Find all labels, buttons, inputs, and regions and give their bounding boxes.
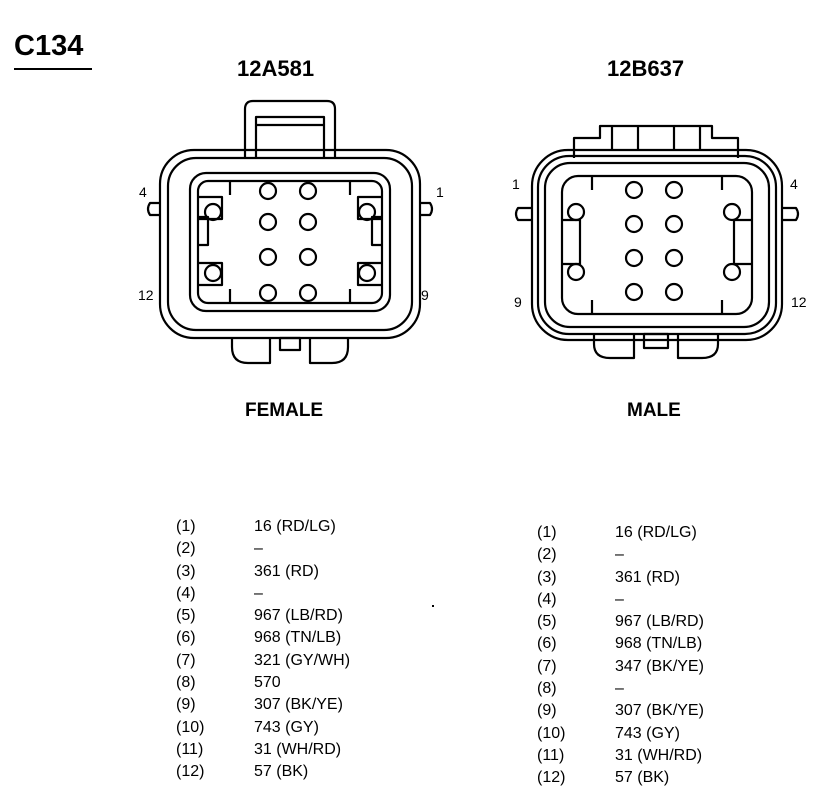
pin-circuit: – bbox=[615, 590, 624, 608]
pin-number: (4) bbox=[176, 584, 196, 602]
pin-number: (3) bbox=[176, 562, 196, 580]
pin-number: (1) bbox=[176, 518, 196, 535]
pin-row: (5) 967 (LB/RD) bbox=[537, 611, 704, 633]
pin-circuit: 347 (BK/YE) bbox=[615, 657, 704, 675]
pin-row: (12) 57 (BK) bbox=[537, 767, 704, 789]
pin-number: (10) bbox=[176, 718, 205, 736]
pin-circuit: 31 (WH/RD) bbox=[254, 740, 342, 758]
pin-row: (6) 968 (TN/LB) bbox=[176, 627, 350, 649]
pin-number: (9) bbox=[176, 696, 196, 714]
pin-number: (12) bbox=[537, 769, 566, 787]
pin-number: (8) bbox=[537, 680, 557, 698]
pin-row: (6) 968 (TN/LB) bbox=[537, 633, 704, 655]
male-connector-face-icon bbox=[514, 124, 800, 360]
pin-number: (6) bbox=[176, 629, 196, 647]
pin-number: (5) bbox=[537, 613, 557, 631]
pin-row: (12) 57 (BK) bbox=[176, 761, 350, 783]
pin-row: (10) 743 (GY) bbox=[176, 717, 350, 739]
male-corner-label-top-right: 4 bbox=[790, 176, 798, 192]
pin-number: (11) bbox=[176, 740, 204, 758]
pin-row: (5) 967 (LB/RD) bbox=[176, 605, 350, 627]
pin-row: (9) 307 (BK/YE) bbox=[537, 700, 704, 722]
pin-row: (7) 321 (GY/WH) bbox=[176, 650, 350, 672]
pin-number: (4) bbox=[537, 590, 557, 608]
pin-number: (7) bbox=[537, 657, 557, 675]
pin-circuit: 570 bbox=[254, 674, 281, 692]
female-corner-label-top-right: 1 bbox=[436, 184, 444, 200]
pin-row: (11) 31 (WH/RD) bbox=[176, 739, 350, 761]
pin-number: (8) bbox=[176, 674, 196, 692]
pin-row: (1) 16 (RD/LG) bbox=[537, 522, 704, 544]
connector-title: C134 bbox=[14, 30, 84, 62]
pin-circuit: – bbox=[254, 584, 263, 602]
male-pin-list: (1) 16 (RD/LG) (2) – (3) 361 (RD) (4) – (5) 967 (… bbox=[537, 522, 704, 790]
pin-row: (9) 307 (BK/YE) bbox=[176, 694, 350, 716]
pin-circuit: 31 (WH/RD) bbox=[615, 746, 703, 764]
pin-row: (4) – bbox=[176, 583, 350, 605]
pin-number: (9) bbox=[537, 702, 557, 720]
female-part-number: 12A581 bbox=[237, 56, 315, 81]
title-underline bbox=[14, 68, 92, 70]
pin-number: (2) bbox=[537, 546, 557, 564]
pin-row: (2) – bbox=[537, 544, 704, 566]
pin-number: (6) bbox=[537, 635, 557, 653]
pin-circuit: 307 (BK/YE) bbox=[254, 696, 343, 714]
pin-circuit: 743 (GY) bbox=[615, 724, 680, 742]
pin-row: (10) 743 (GY) bbox=[537, 723, 704, 745]
pin-circuit: 57 (BK) bbox=[254, 763, 309, 781]
female-corner-label-bottom-left: 12 bbox=[138, 287, 154, 303]
pin-circuit: 967 (LB/RD) bbox=[615, 613, 704, 631]
pin-number: (5) bbox=[176, 607, 196, 625]
pin-row: (3) 361 (RD) bbox=[176, 561, 350, 583]
pin-row: (3) 361 (RD) bbox=[537, 567, 704, 589]
pin-row: (7) 347 (BK/YE) bbox=[537, 656, 704, 678]
pin-circuit: 743 (GY) bbox=[254, 718, 319, 736]
pin-row: (2) – bbox=[176, 538, 350, 560]
pin-number: (2) bbox=[176, 540, 196, 558]
female-corner-label-bottom-right: 9 bbox=[421, 287, 429, 303]
male-part-number: 12B637 bbox=[607, 56, 685, 81]
pin-number: (3) bbox=[537, 568, 557, 586]
female-gender-label: FEMALE bbox=[245, 400, 324, 421]
female-connector-face-icon bbox=[146, 99, 434, 365]
female-pin-list: (1) 16 (RD/LG) (2) – (3) 361 (RD) (4) – (5) 967 (… bbox=[176, 516, 350, 784]
pin-circuit: 307 (BK/YE) bbox=[615, 702, 704, 720]
pin-circuit: 361 (RD) bbox=[254, 562, 319, 580]
pin-circuit: 967 (LB/RD) bbox=[254, 607, 343, 625]
pin-number: (11) bbox=[537, 746, 565, 764]
pin-row: (4) – bbox=[537, 589, 704, 611]
pin-circuit: 968 (TN/LB) bbox=[615, 635, 703, 653]
male-gender-label: MALE bbox=[627, 400, 681, 421]
pin-number: (12) bbox=[176, 763, 205, 781]
pin-circuit: 16 (RD/LG) bbox=[615, 524, 697, 541]
pin-circuit: – bbox=[615, 546, 624, 564]
male-corner-label-bottom-left: 9 bbox=[514, 294, 522, 310]
stray-dot bbox=[432, 605, 434, 607]
male-corner-label-bottom-right: 12 bbox=[791, 294, 807, 310]
pin-number: (1) bbox=[537, 524, 557, 541]
pin-circuit: 57 (BK) bbox=[615, 769, 670, 787]
pin-circuit: 361 (RD) bbox=[615, 568, 680, 586]
pin-circuit: 321 (GY/WH) bbox=[254, 651, 351, 669]
pin-row: (1) 16 (RD/LG) bbox=[176, 516, 350, 538]
pin-number: (10) bbox=[537, 724, 566, 742]
male-corner-label-top-left: 1 bbox=[512, 176, 520, 192]
pin-circuit: – bbox=[615, 680, 624, 698]
pin-row: (11) 31 (WH/RD) bbox=[537, 745, 704, 767]
pin-number: (7) bbox=[176, 651, 196, 669]
pin-circuit: 968 (TN/LB) bbox=[254, 629, 342, 647]
pin-row: (8) – bbox=[537, 678, 704, 700]
pin-circuit: – bbox=[254, 540, 263, 558]
pin-circuit: 16 (RD/LG) bbox=[254, 518, 336, 535]
pin-row: (8) 570 bbox=[176, 672, 350, 694]
female-corner-label-top-left: 4 bbox=[139, 184, 147, 200]
